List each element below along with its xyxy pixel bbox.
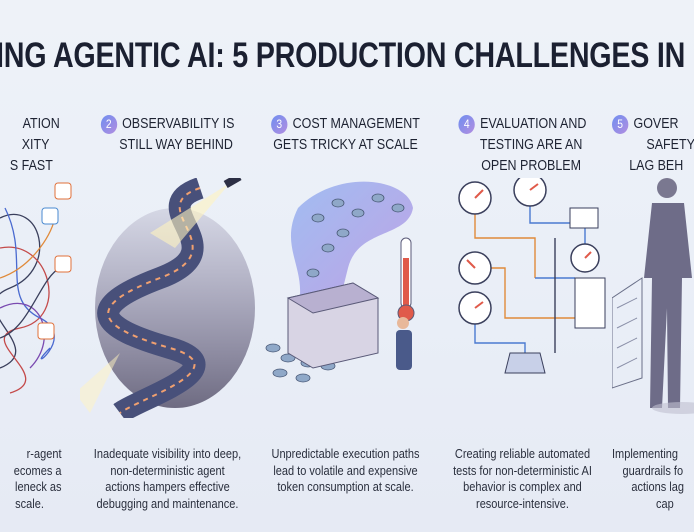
challenge-description: Implementing guardrails fo actions lag c… [612,447,684,511]
step-number-badge: 5 [612,115,629,134]
challenge-column-1: ATION XITY S FAST r-agent ecomes a lenec… [0,0,80,532]
winding-road-flashlight-icon [80,178,255,418]
page-title: ING AGENTIC AI: 5 PRODUCTION CHALLENGES … [0,36,686,75]
challenge-description: Inadequate visibility into deep, non-det… [93,447,242,511]
step-number-badge: 3 [271,115,288,134]
step-number-badge: 2 [100,115,117,134]
challenge-description: Creating reliable automated tests for no… [453,447,592,511]
gauges-flowchart-icon [458,178,606,374]
step-number-badge: 4 [458,115,475,134]
challenge-description: r-agent ecomes a leneck as scale. [13,447,62,511]
challenge-heading: ATION XITY S FAST [9,116,60,174]
tangled-network-icon [0,182,72,394]
challenge-description: Unpredictable execution paths lead to vo… [271,447,420,494]
figure-fence-icon [612,178,694,414]
coin-flood-thermometer-icon [265,181,415,383]
